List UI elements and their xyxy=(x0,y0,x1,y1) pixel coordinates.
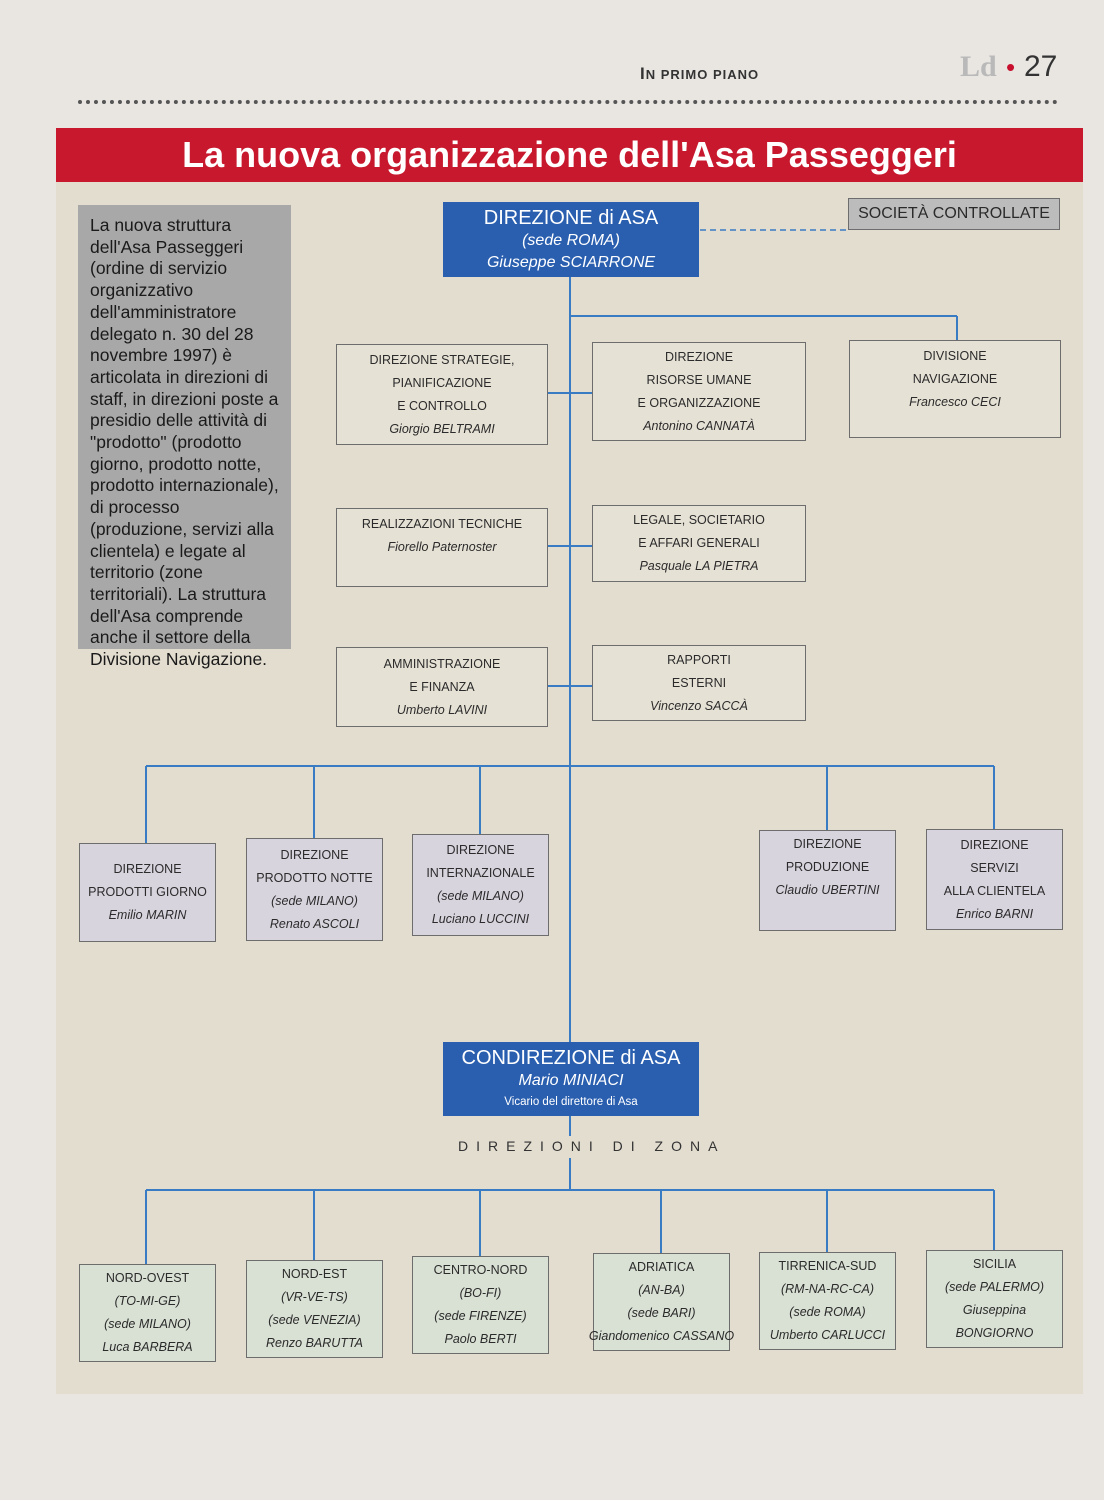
header-bullet: • xyxy=(1006,52,1016,82)
societa-controllate-box: SOCIETÀ CONTROLLATE xyxy=(848,198,1060,230)
section-header: IN PRIMO PIANO xyxy=(640,64,760,83)
zone-box-centro-nord: CENTRO-NORD (BO-FI) (sede FIRENZE) Paolo… xyxy=(412,1256,549,1354)
direzione-asa-box: DIREZIONE di ASA (sede ROMA) Giuseppe SC… xyxy=(443,202,699,277)
product-box-produzione: DIREZIONE PRODUZIONE Claudio UBERTINI xyxy=(759,830,896,931)
staff-box-risorse-umane: DIREZIONE RISORSE UMANE E ORGANIZZAZIONE… xyxy=(592,342,806,441)
product-box-internazionale: DIREZIONE INTERNAZIONALE (sede MILANO) L… xyxy=(412,834,549,936)
zone-box-nord-est: NORD-EST (VR-VE-TS) (sede VENEZIA) Renzo… xyxy=(246,1260,383,1358)
product-box-servizi-clientela: DIREZIONE SERVIZI ALLA CLIENTELA Enrico … xyxy=(926,829,1063,930)
condirezione-role: Vicario del direttore di Asa xyxy=(504,1096,638,1108)
zone-box-tirrenica-sud: TIRRENICA-SUD (RM-NA-RC-CA) (sede ROMA) … xyxy=(759,1252,896,1350)
direzione-asa-seat: (sede ROMA) xyxy=(522,231,620,249)
staff-box-amministrazione: AMMINISTRAZIONE E FINANZA Umberto LAVINI xyxy=(336,647,548,727)
direzione-asa-person: Giuseppe SCIARRONE xyxy=(486,253,656,271)
page-number: 27 xyxy=(1024,50,1058,83)
product-box-giorno: DIREZIONE PRODOTTI GIORNO Emilio MARIN xyxy=(79,843,216,942)
staff-box-legale: LEGALE, SOCIETARIO E AFFARI GENERALI Pas… xyxy=(592,505,806,582)
intro-paragraph: La nuova struttura dell'Asa Passeggeri (… xyxy=(90,215,279,670)
product-box-notte: DIREZIONE PRODOTTO NOTTE (sede MILANO) R… xyxy=(246,838,383,941)
zone-box-sicilia: SICILIA (sede PALERMO) Giuseppina BONGIO… xyxy=(926,1250,1063,1348)
staff-box-strategie: DIREZIONE STRATEGIE, PIANIFICAZIONE E CO… xyxy=(336,344,548,445)
direzione-asa-title: DIREZIONE di ASA xyxy=(483,206,659,229)
page-title: La nuova organizzazione dell'Asa Passegg… xyxy=(56,128,1083,182)
condirezione-title: CONDIREZIONE di ASA xyxy=(461,1047,681,1069)
magazine-logo: Ld xyxy=(960,50,997,83)
zone-box-nord-ovest: NORD-OVEST (TO-MI-GE) (sede MILANO) Luca… xyxy=(79,1264,216,1362)
intro-text-box: La nuova struttura dell'Asa Passeggeri (… xyxy=(78,205,291,669)
zone-box-adriatica: ADRIATICA (AN-BA) (sede BARI) Giandomeni… xyxy=(589,1253,734,1351)
condirezione-person: Mario MINIACI xyxy=(518,1072,624,1089)
dotted-divider xyxy=(78,100,1058,104)
staff-box-realizzazioni: REALIZZAZIONI TECNICHE Fiorello Paternos… xyxy=(336,508,548,587)
condirezione-asa-box: CONDIREZIONE di ASA Mario MINIACI Vicari… xyxy=(443,1042,699,1116)
staff-box-rapporti-esterni: RAPPORTI ESTERNI Vincenzo SACCÀ xyxy=(592,645,806,721)
staff-box-navigazione: DIVISIONE NAVIGAZIONE Francesco CECI xyxy=(849,340,1061,438)
zones-section-label: DIREZIONI DI ZONA xyxy=(458,1138,726,1154)
